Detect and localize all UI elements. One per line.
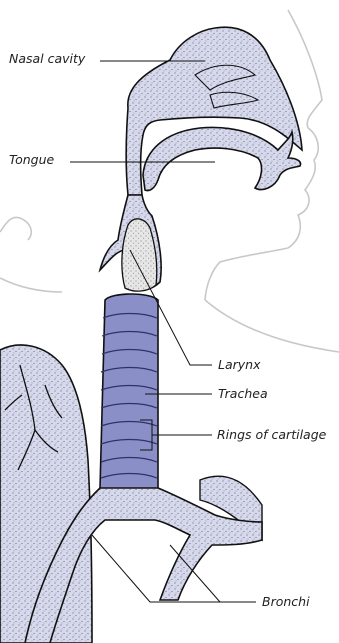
tongue-shape [143,127,301,190]
label-bronchi: Bronchi [262,596,310,609]
label-larynx: Larynx [218,359,260,372]
label-nasal-cavity: Nasal cavity [9,53,85,66]
label-rings-of-cartilage: Rings of cartilage [217,429,326,442]
label-trachea: Trachea [218,388,268,401]
label-tongue: Tongue [9,154,54,167]
